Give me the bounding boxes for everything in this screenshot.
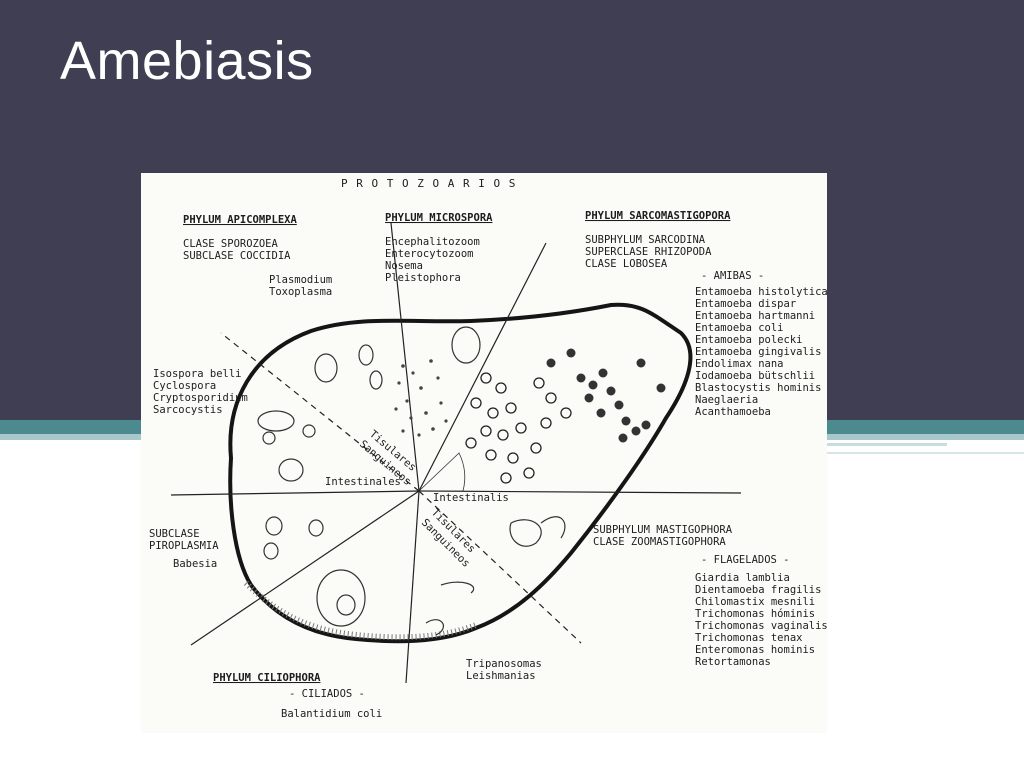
amibas-item: Endolimax nana	[695, 358, 784, 370]
sarcomastigophora-line: CLASE LOBOSEA	[585, 258, 668, 270]
amibas-item: Entamoeba coli	[695, 322, 784, 334]
sarcomastigophora-line: SUBPHYLUM SARCODINA	[585, 234, 706, 246]
microspora-genus: Encephalitozoom	[385, 236, 480, 248]
apicomplexa-intestinal: Isospora belli	[153, 368, 242, 380]
apicomplexa-line: CLASE SPOROZOEA	[183, 238, 279, 250]
balantidium-label: Balantidium coli	[281, 708, 382, 720]
sarcomastigophora-heading: PHYLUM SARCOMASTIGOPORA	[585, 210, 731, 222]
microspora-genus: Pleistophora	[385, 272, 461, 284]
ciliophora-heading: PHYLUM CILIOPHORA	[213, 672, 321, 684]
figure-paper	[141, 173, 827, 733]
amibas-item: Entamoeba dispar	[695, 298, 796, 310]
amibas-item: Blastocystis hominis	[695, 382, 821, 394]
apicomplexa-heading: PHYLUM APICOMPLEXA	[183, 214, 297, 226]
piroplasmia-label: PIROPLASMIA	[149, 540, 219, 552]
amoeba-cysts	[465, 372, 572, 484]
amibas-item: Acanthamoeba	[695, 406, 771, 418]
mastigophora-blood-genus: Leishmanias	[466, 670, 536, 682]
figure-title: P R O T O Z O A R I O S	[341, 177, 516, 190]
accent-line-1	[827, 443, 947, 446]
division-lines	[170, 222, 742, 684]
microspora-genus: Nosema	[385, 260, 423, 272]
center-label-intestinalis: Intestinalis	[433, 492, 509, 504]
flagelados-item: Chilomastix mesnili	[695, 596, 815, 608]
amibas-item: Entamoeba histolytica	[695, 286, 827, 298]
amibas-title: - AMIBAS -	[701, 270, 764, 282]
microspora-genus: Enterocytozoom	[385, 248, 474, 260]
accent-line-2	[827, 452, 1024, 454]
apicomplexa-genus: Plasmodium	[269, 274, 332, 286]
apicomplexa-intestinal: Cyclospora	[153, 380, 216, 392]
amibas-item: Entamoeba hartmanni	[695, 310, 815, 322]
apicomplexa-intestinal: Cryptosporidium	[153, 392, 248, 404]
center-label-intestinales: Intestinales	[325, 476, 401, 488]
amibas-item: Iodamoeba bütschlii	[695, 370, 815, 382]
flagelados-item: Giardia lamblia	[695, 572, 790, 584]
flagelados-item: Trichomonas vaginalis	[695, 620, 827, 632]
mastigophora-line: CLASE ZOOMASTIGOPHORA	[593, 536, 726, 548]
sarcomastigophora-line: SUPERCLASE RHIZOPODA	[585, 246, 712, 258]
amoeba-trophozoites	[546, 348, 666, 443]
ciliados-title: - CILIADOS -	[289, 688, 365, 700]
figure-canvas: P R O T O Z O A R I O S PHYLUM APICOMPLE…	[141, 173, 827, 733]
babesia-label: Babesia	[173, 558, 217, 570]
microspora-spores	[394, 359, 448, 437]
apicomplexa-genus: Toxoplasma	[269, 286, 332, 298]
apicomplexa-line: SUBCLASE COCCIDIA	[183, 250, 291, 262]
mastigophora-blood-genus: Tripanosomas	[466, 658, 542, 670]
piroplasmia-label: SUBCLASE	[149, 528, 200, 540]
amibas-item: Entamoeba gingivalis	[695, 346, 821, 358]
amibas-item: Naeglaeria	[695, 394, 758, 406]
microspora-heading: PHYLUM MICROSPORA	[385, 212, 493, 224]
mastigophora-line: SUBPHYLUM MASTIGOPHORA	[593, 524, 733, 536]
center-hatch	[417, 452, 466, 492]
cell-sketches	[257, 326, 566, 636]
liver-shading	[243, 580, 478, 641]
protozoa-classification-figure: P R O T O Z O A R I O S PHYLUM APICOMPLE…	[141, 173, 827, 733]
flagelados-item: Trichomonas tenax	[695, 632, 802, 644]
flagelados-item: Retortamonas	[695, 656, 771, 668]
slide-title: Amebiasis	[60, 31, 314, 91]
flagelados-item: Enteromonas hominis	[695, 644, 815, 656]
apicomplexa-intestinal: Sarcocystis	[153, 404, 223, 416]
flagelados-title: - FLAGELADOS -	[701, 554, 790, 566]
flagelados-item: Dientamoeba fragilis	[695, 584, 821, 596]
flagelados-item: Trichomonas hóminis	[695, 608, 815, 620]
liver-outline	[228, 302, 693, 644]
amibas-item: Entamoeba polecki	[695, 334, 802, 346]
